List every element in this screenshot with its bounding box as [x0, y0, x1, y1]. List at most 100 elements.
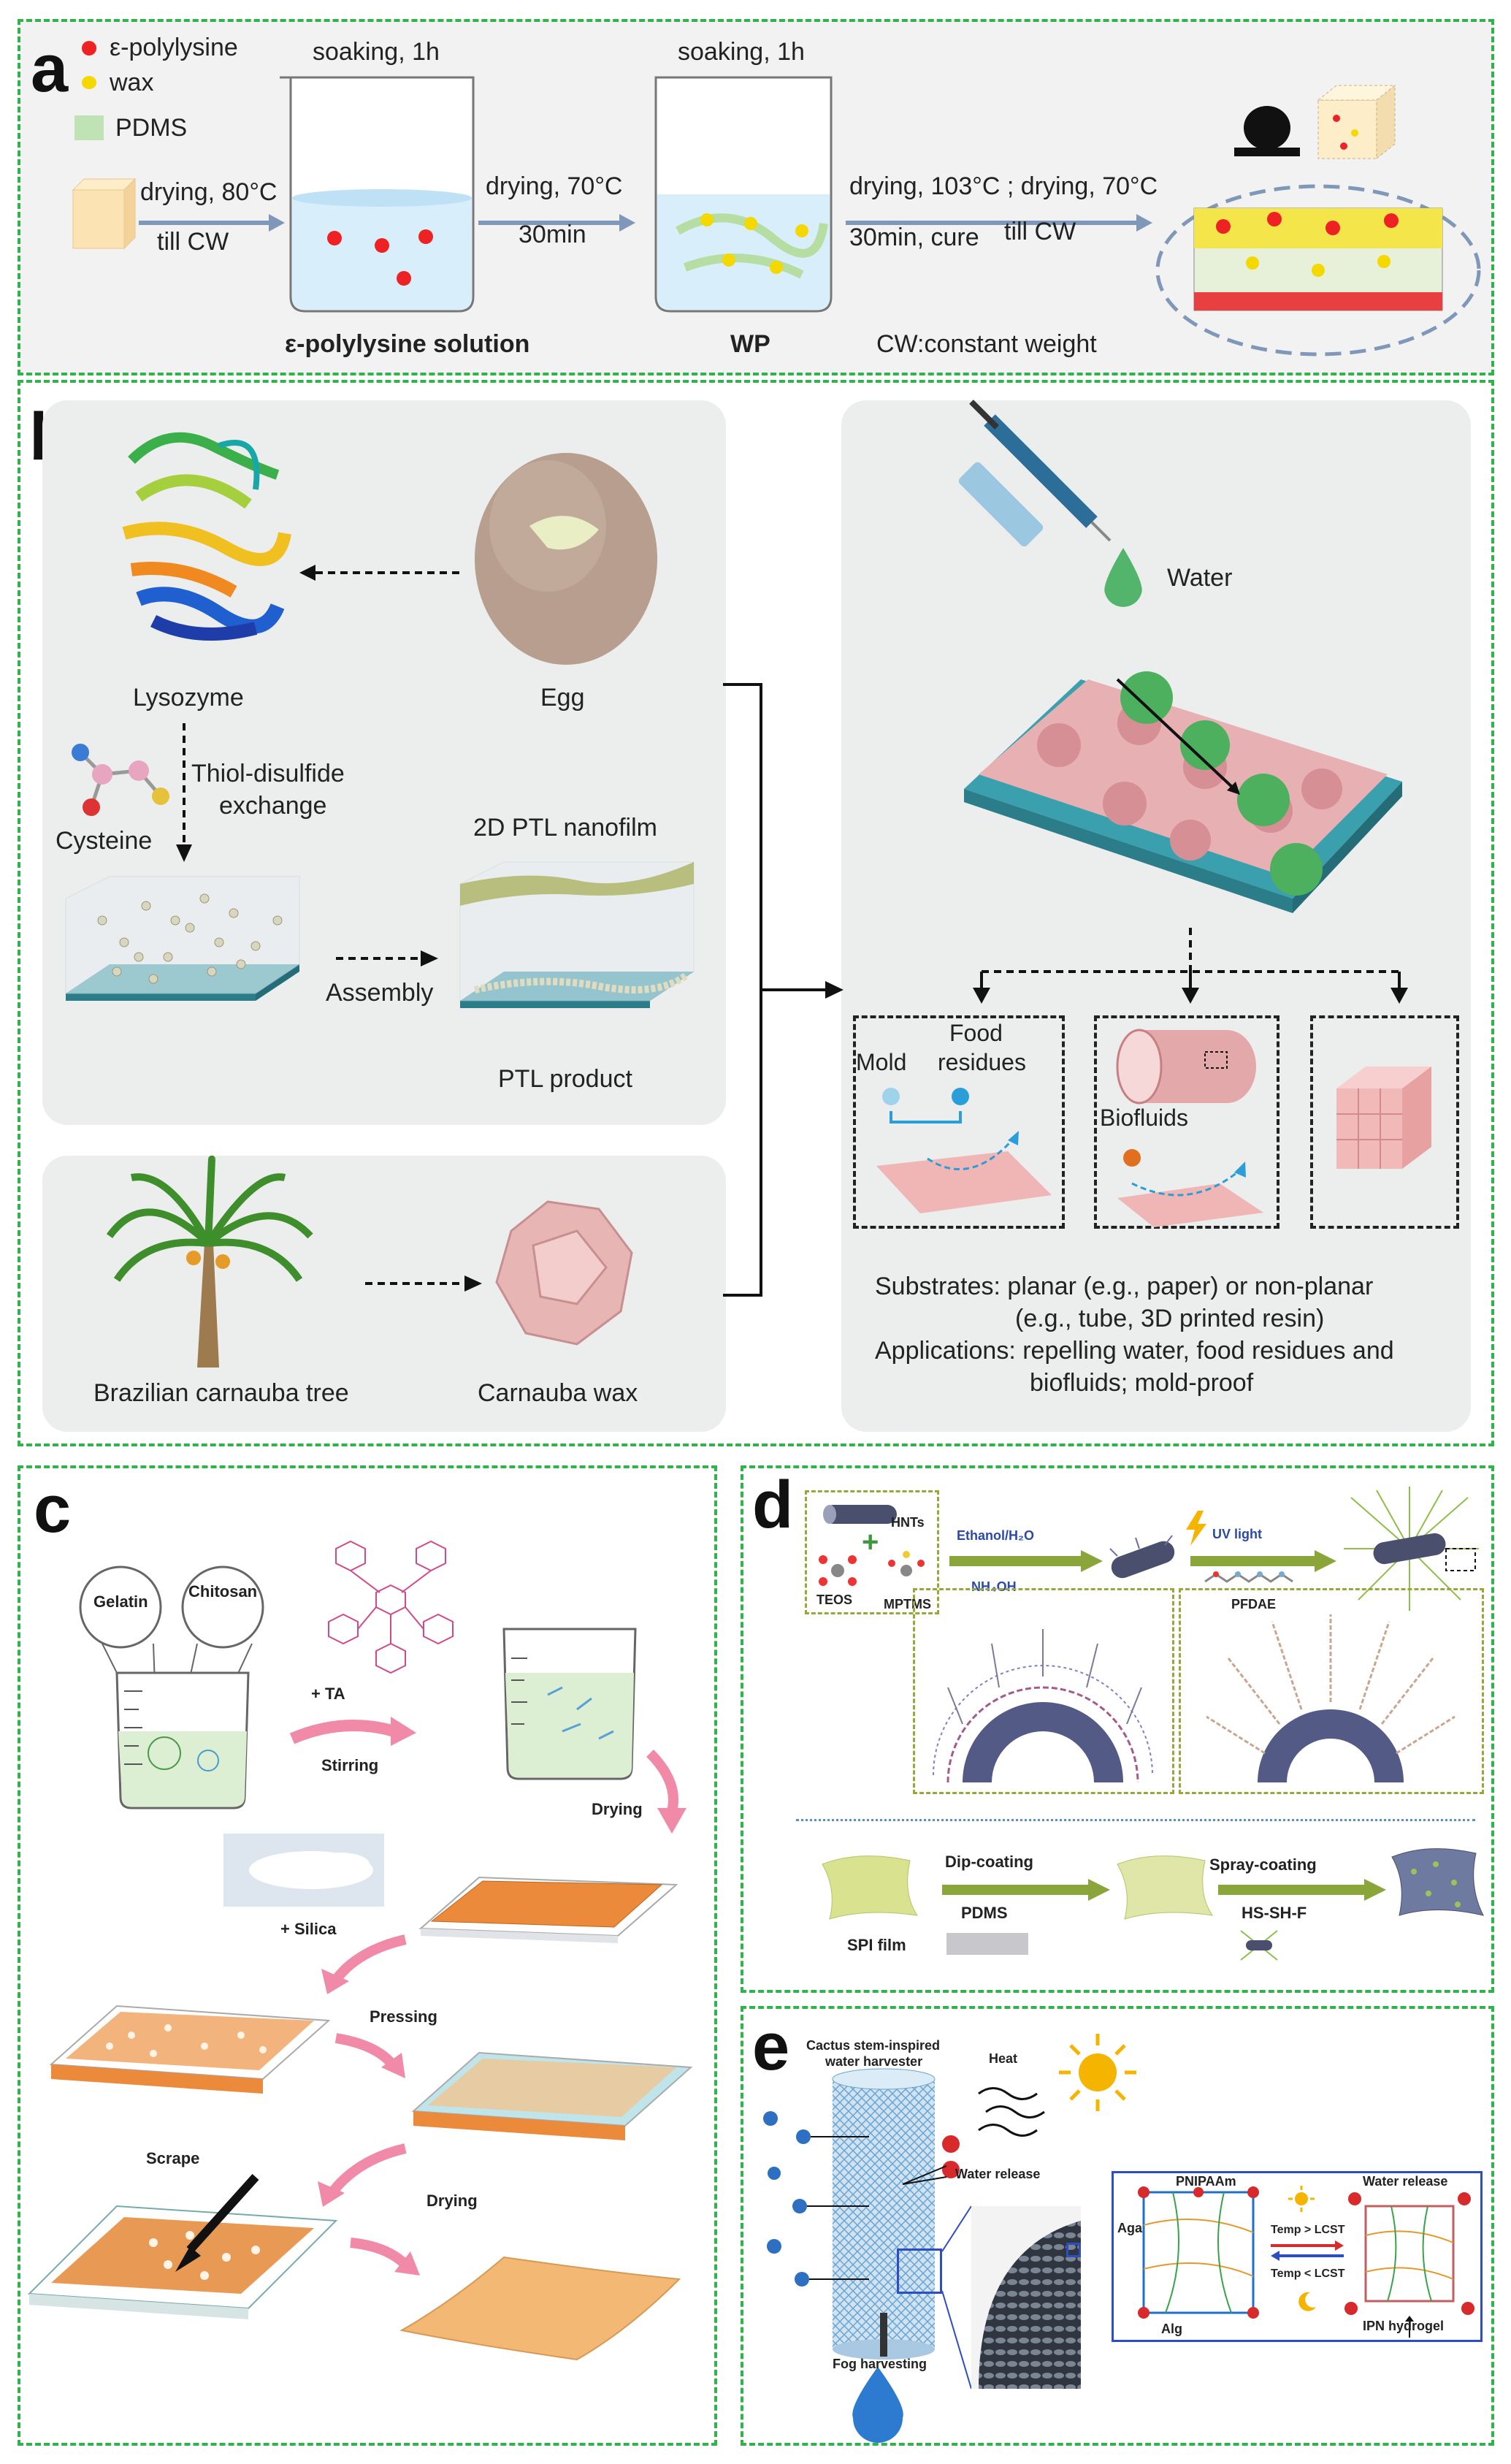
- step3-bottom-left: 30min, cure: [849, 224, 979, 251]
- applications-line2: biofluids; mold-proof: [1030, 1369, 1254, 1397]
- paper-cube-icon: [72, 178, 137, 250]
- drying2-label: Drying: [426, 2192, 478, 2210]
- hs-sh-f-2-label: HS-SH-F: [1242, 1904, 1307, 1922]
- alg-label: Alg: [1161, 2322, 1182, 2336]
- hs-sh-zoom-box: [913, 1588, 1174, 1794]
- temp-gt-label: Temp > LCST: [1271, 2224, 1345, 2236]
- release-label: Water release: [955, 2167, 1041, 2181]
- nh4oh-label: NH₄OH: [971, 1579, 1017, 1594]
- zoom-square-1: [897, 2249, 942, 2294]
- assembly-arrow: [336, 950, 438, 966]
- beaker1-icon: [280, 76, 475, 313]
- substrates-line2: (e.g., tube, 3D printed resin): [1015, 1305, 1325, 1332]
- spi-film-icon: [822, 1855, 919, 1920]
- mesh-surface-icon: [971, 2206, 1081, 2389]
- pdms-label: PDMS: [961, 1904, 1008, 1922]
- thiol-label-1: Thiol-disulfide: [191, 760, 345, 787]
- cysteine-molecule-icon: [72, 744, 169, 816]
- release-pointer: [902, 2165, 947, 2185]
- pdms-swatch-icon: [74, 115, 104, 140]
- nanofilm-box-icon: [459, 861, 695, 1008]
- pressing-arrow: [334, 2033, 405, 2078]
- divider-line: [796, 1819, 1475, 1821]
- ptl-product-label: PTL product: [498, 1065, 632, 1093]
- step3-top: drying, 103°C ; drying, 70°C: [849, 172, 1158, 200]
- thiol-label-2: exchange: [219, 792, 327, 820]
- beaker2-label: WP: [730, 330, 770, 358]
- beaker2-icon: [654, 76, 833, 313]
- aga-label: Aga: [1117, 2221, 1143, 2235]
- fog-droplets-icon: [763, 2111, 869, 2286]
- panel-e-letter: e: [752, 2010, 790, 2084]
- drying-arrow-2: [350, 2238, 420, 2276]
- nanofilm-label: 2D PTL nanofilm: [473, 814, 657, 842]
- release-drops-icon: [942, 2135, 960, 2178]
- wax-dot-icon: [82, 76, 96, 89]
- panel-c-letter: c: [34, 1472, 72, 1546]
- release2-label: Water release: [1363, 2174, 1448, 2189]
- ipn-label: IPN hydrogel: [1363, 2319, 1445, 2333]
- tube-icon: [1116, 1029, 1256, 1105]
- spray-label: Spray-coating: [1209, 1855, 1317, 1874]
- food-label-1: Food: [949, 1020, 1003, 1046]
- sun-icon: [1059, 2034, 1136, 2111]
- polylysine-dot-icon: [82, 41, 96, 56]
- step1-top: drying, 80°C: [140, 178, 278, 206]
- pdms-swatch: [946, 1933, 1028, 1955]
- step3-bottom-right: till CW: [1004, 218, 1076, 245]
- particle-box-icon: [65, 876, 300, 1001]
- hnts-tube-icon: [823, 1505, 897, 1524]
- stirring-arrow-icon: [289, 1717, 416, 1746]
- hs-sh-f-hairy-tube-icon: [1344, 1487, 1479, 1611]
- step2-arrow-icon: [478, 214, 635, 232]
- water-drop-icon: [1104, 548, 1142, 607]
- zoom-lines-1: [941, 2205, 972, 2389]
- silica-tray-icon: [49, 2005, 331, 2094]
- teos-label: TEOS: [816, 1593, 853, 1607]
- step1-arrow-icon: [139, 214, 285, 232]
- beaker2-caption: soaking, 1h: [678, 38, 805, 66]
- hs-sh-f-zoom-box: [1179, 1588, 1484, 1794]
- temp-arrows-icon: [1271, 2240, 1344, 2261]
- pnipaam-label: PNIPAAm: [1176, 2174, 1236, 2189]
- egg-to-lysozyme-arrow: [299, 565, 464, 581]
- dip-label: Dip-coating: [945, 1853, 1033, 1871]
- stirring-label: Stirring: [321, 1756, 379, 1774]
- beaker1-caption: soaking, 1h: [313, 38, 440, 66]
- pressed-tray-icon: [411, 2051, 693, 2140]
- mixed-beaker-icon: [502, 1628, 637, 1780]
- lysozyme-structure-icon: [122, 432, 291, 641]
- tannic-acid-structure-icon: [328, 1540, 454, 1674]
- cw-note: CW:constant weight: [876, 330, 1097, 358]
- ipn-pointer: [1405, 2316, 1414, 2338]
- drying1-label: Drying: [592, 1800, 643, 1818]
- small-hairy-particle-icon: [1240, 1930, 1278, 1961]
- coated-surface-icon: [964, 671, 1402, 913]
- legend-wax: wax: [110, 69, 154, 96]
- step-arrow-2: [1190, 1550, 1336, 1572]
- gelatin-chitosan-beaker-icon: [79, 1565, 264, 1809]
- hnts-label: HNTs: [891, 1515, 925, 1530]
- pressing-label: Pressing: [370, 2007, 437, 2026]
- gelatin-label: Gelatin: [93, 1593, 148, 1611]
- mold-label: Mold: [856, 1049, 907, 1075]
- box-planar: [853, 1015, 1065, 1229]
- spray-arrow: [1218, 1879, 1386, 1901]
- tree-to-wax-arrow: [365, 1275, 482, 1292]
- panel-d: [741, 1465, 1494, 1993]
- uv-label: UV light: [1212, 1527, 1262, 1541]
- small-sun-icon: [1288, 2186, 1315, 2212]
- panel-b-right-bg: [841, 400, 1471, 1432]
- hs-sh-f-label: HS-SH-F: [1306, 1772, 1359, 1787]
- pfdae-label: PFDAE: [1231, 1597, 1277, 1611]
- cactus-column-icon: [832, 2068, 936, 2360]
- drying-arrow-1: [646, 1750, 686, 1834]
- scrape-label: Scrape: [146, 2149, 200, 2167]
- panel-b: [18, 380, 1494, 1446]
- biofluids-label: Biofluids: [1100, 1105, 1188, 1131]
- water-drop-bottom-icon: [852, 2367, 903, 2443]
- tube-repel-icon: [1117, 1149, 1263, 1227]
- final-coated-film-icon: [1391, 1848, 1484, 1916]
- temp-lt-label: Temp < LCST: [1271, 2267, 1345, 2280]
- panel-a-letter: a: [31, 31, 69, 106]
